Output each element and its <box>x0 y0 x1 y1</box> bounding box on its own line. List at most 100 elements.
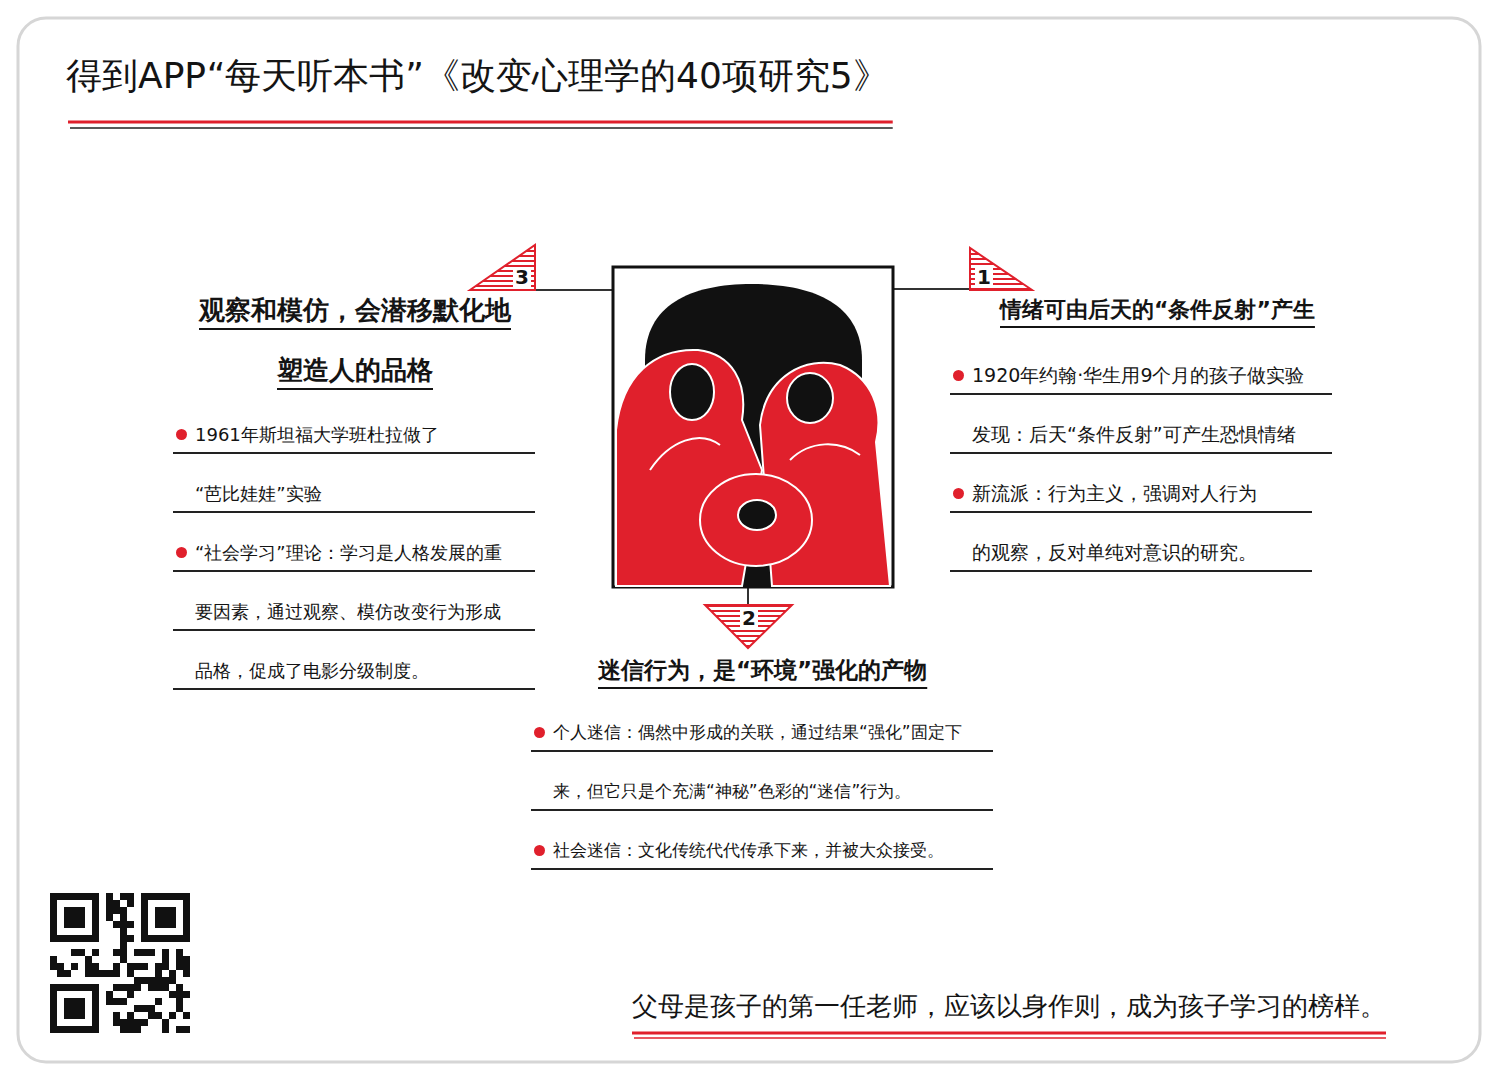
qr-module <box>92 970 99 977</box>
qr-finder <box>50 984 99 1033</box>
qr-module <box>155 1012 162 1019</box>
qr-finder-inner <box>155 907 176 928</box>
qr-module <box>169 977 176 984</box>
qr-module <box>176 984 183 991</box>
qr-module <box>162 1019 169 1026</box>
qr-module <box>155 963 162 970</box>
qr-module <box>127 900 134 907</box>
qr-finder <box>141 893 190 942</box>
qr-module <box>162 984 169 991</box>
qr-module <box>71 963 78 970</box>
qr-module <box>120 1026 127 1033</box>
qr-module <box>113 1012 120 1019</box>
qr-finder-outer <box>50 893 99 942</box>
qr-module <box>169 991 176 998</box>
bullet-note: 1961年斯坦福大学班杜拉做了 “芭比娃娃”实验 <box>173 405 535 523</box>
branch-heading: 情绪可由后天的“条件反射”产生 <box>1000 285 1315 335</box>
qr-module <box>127 921 134 928</box>
qr-module <box>176 1005 183 1012</box>
qr-finder-outer <box>141 893 190 942</box>
center-illustration <box>613 267 893 587</box>
qr-module <box>127 935 134 942</box>
qr-module <box>141 1019 148 1026</box>
qr-module <box>106 893 113 900</box>
qr-module <box>134 949 141 956</box>
mouth-hole <box>738 500 776 530</box>
qr-module <box>148 949 155 956</box>
qr-module <box>120 935 127 942</box>
qr-code <box>50 893 190 1033</box>
lower-hand <box>700 474 812 566</box>
qr-module <box>120 998 127 1005</box>
qr-module <box>113 949 120 956</box>
qr-module <box>155 984 162 991</box>
qr-module <box>176 998 183 1005</box>
qr-module <box>176 991 183 998</box>
qr-module <box>155 998 162 1005</box>
qr-module <box>113 900 120 907</box>
qr-module <box>57 963 64 970</box>
qr-module <box>162 949 169 956</box>
qr-module <box>127 984 134 991</box>
qr-module <box>99 970 106 977</box>
caption-underline <box>632 1032 1386 1035</box>
qr-module <box>120 1019 127 1026</box>
qr-finder-gap <box>57 900 92 935</box>
qr-module <box>134 984 141 991</box>
qr-module <box>176 1026 183 1033</box>
bullet-note: 新流派：行为主义，强调对人行为 的观察，反对单纯对意识的研究。 <box>950 464 1312 582</box>
qr-module <box>127 893 134 900</box>
qr-module <box>113 921 120 928</box>
bullet-note: “社会学习”理论：学习是人格发展的重 要因素，通过观察、模仿改变行为形成 品格，… <box>173 523 535 700</box>
qr-module <box>106 900 113 907</box>
qr-module <box>113 984 120 991</box>
qr-module <box>176 949 183 956</box>
qr-module <box>85 956 92 963</box>
qr-module <box>141 977 148 984</box>
page-card <box>18 18 1480 1062</box>
qr-module <box>57 970 64 977</box>
qr-module <box>148 977 155 984</box>
eye-hole <box>670 364 714 420</box>
qr-module <box>176 956 183 963</box>
bullet-note: 1920年约翰·华生用9个月的孩子做实验 发现：后天“条件反射”可产生恐惧情绪 <box>950 346 1332 464</box>
qr-module <box>134 1026 141 1033</box>
qr-module <box>176 963 183 970</box>
title-underline <box>68 121 893 124</box>
qr-module <box>127 970 134 977</box>
qr-finder-outer <box>50 984 99 1033</box>
qr-module <box>127 991 134 998</box>
qr-module <box>85 970 92 977</box>
callout-number: 1 <box>975 267 993 287</box>
bullet-note: 社会迷信：文化传统代代传承下来，并被大众接受。 <box>531 821 993 880</box>
callout-number: 2 <box>740 608 758 628</box>
qr-module <box>64 970 71 977</box>
qr-module <box>92 949 99 956</box>
qr-finder <box>50 893 99 942</box>
qr-module <box>141 1005 148 1012</box>
branch-line <box>747 587 749 605</box>
number-flag: 3 <box>470 245 535 290</box>
bullet-note: 个人迷信：偶然中形成的关联，通过结果“强化”固定下 来，但它只是个充满“神秘”色… <box>531 703 993 821</box>
qr-module <box>148 1005 155 1012</box>
qr-module <box>134 977 141 984</box>
qr-module <box>162 1026 169 1033</box>
qr-module <box>127 963 134 970</box>
qr-module <box>134 963 141 970</box>
qr-finder-gap <box>148 900 183 935</box>
striped-triangle <box>470 245 535 290</box>
qr-module <box>148 1012 155 1019</box>
qr-module <box>183 1026 190 1033</box>
qr-module <box>183 991 190 998</box>
eye-hole <box>787 373 833 423</box>
qr-finder-inner <box>64 998 85 1019</box>
qr-module <box>155 970 162 977</box>
qr-module <box>113 1019 120 1026</box>
qr-module <box>141 963 148 970</box>
qr-module <box>113 907 120 914</box>
qr-module <box>113 963 120 970</box>
qr-finder-inner <box>64 907 85 928</box>
qr-module <box>113 998 120 1005</box>
qr-module <box>148 984 155 991</box>
page-title: 得到APP“每天听本书”《改变心理学的40项研究5》 <box>66 54 889 97</box>
